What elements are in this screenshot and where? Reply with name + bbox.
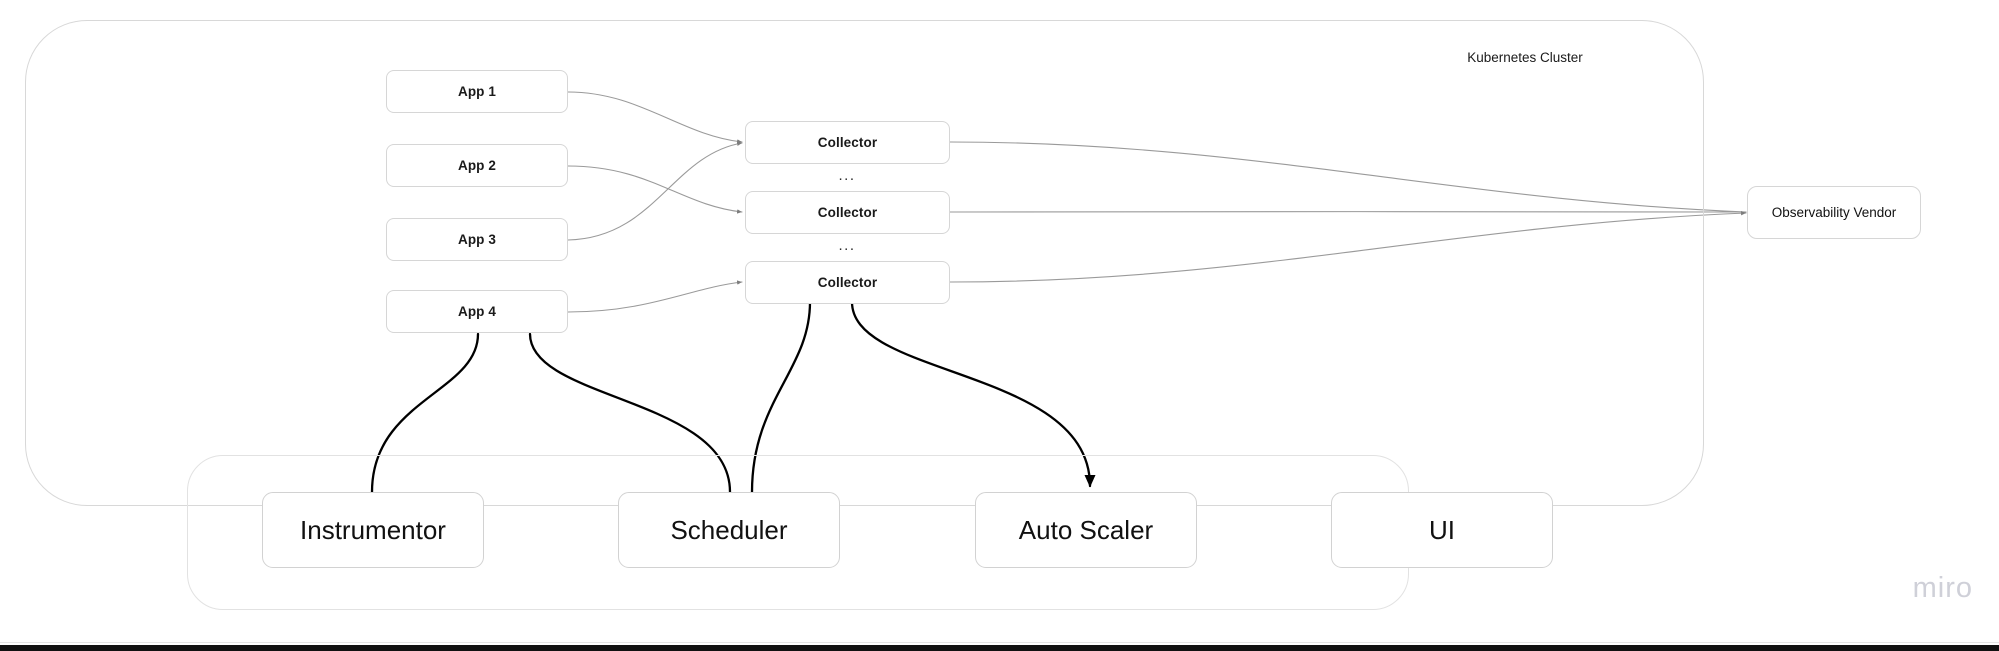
node-app-4[interactable]: App 4 <box>386 290 568 333</box>
node-collector-3-label: Collector <box>817 274 878 290</box>
node-observability-vendor[interactable]: Observability Vendor <box>1747 186 1921 239</box>
node-app-3[interactable]: App 3 <box>386 218 568 261</box>
node-scheduler-label: Scheduler <box>670 515 788 545</box>
node-app-2[interactable]: App 2 <box>386 144 568 187</box>
node-app-3-label: App 3 <box>457 231 496 247</box>
node-collector-2-label: Collector <box>817 204 878 220</box>
miro-watermark: miro <box>1912 572 1973 604</box>
node-instrumentor-label: Instrumentor <box>300 515 446 545</box>
collector-separator-1: ... <box>838 167 856 184</box>
page-bottom-bar <box>0 645 1999 651</box>
node-observability-vendor-label: Observability Vendor <box>1771 204 1897 220</box>
node-instrumentor[interactable]: Instrumentor <box>262 492 484 568</box>
node-ui[interactable]: UI <box>1331 492 1553 568</box>
node-collector-1[interactable]: Collector <box>745 121 950 164</box>
node-collector-3[interactable]: Collector <box>745 261 950 304</box>
node-collector-2[interactable]: Collector <box>745 191 950 234</box>
node-collector-1-label: Collector <box>817 134 878 150</box>
node-auto-scaler-label: Auto Scaler <box>1018 515 1154 545</box>
node-app-1-label: App 1 <box>457 83 496 99</box>
node-ui-label: UI <box>1429 515 1455 545</box>
node-auto-scaler[interactable]: Auto Scaler <box>975 492 1197 568</box>
node-app-4-label: App 4 <box>457 303 496 319</box>
kubernetes-cluster-frame[interactable] <box>25 20 1704 506</box>
cluster-title-label: Kubernetes Cluster <box>1467 50 1583 65</box>
node-scheduler[interactable]: Scheduler <box>618 492 840 568</box>
collector-separator-2: ... <box>838 237 856 254</box>
node-app-2-label: App 2 <box>457 157 496 173</box>
page-bottom-rule <box>0 642 1999 643</box>
node-app-1[interactable]: App 1 <box>386 70 568 113</box>
